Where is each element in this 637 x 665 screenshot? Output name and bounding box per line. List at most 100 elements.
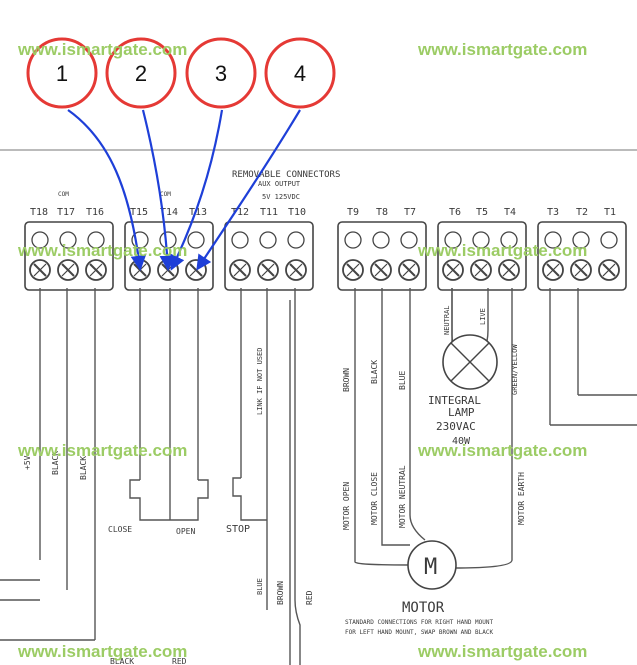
- callout-3: 3: [185, 37, 257, 109]
- terminal-label-t18: T18: [30, 207, 48, 218]
- callout-2: 2: [105, 37, 177, 109]
- watermark-mid-left: www.ismartgate.com: [17, 241, 187, 260]
- bottom-label-black: BLACK: [110, 657, 134, 665]
- terminal-block: [537, 221, 627, 291]
- motor: M MOTOR: [402, 540, 457, 616]
- callout-1-number: 1: [56, 61, 68, 86]
- terminal-screw-slot: [546, 263, 560, 277]
- wire-label-link: LINK IF NOT USED: [256, 348, 264, 415]
- terminal-hole: [500, 231, 518, 249]
- terminal-label-t11: T11: [260, 207, 278, 218]
- watermark-top-right: www.ismartgate.com: [417, 40, 587, 59]
- terminal-label-t13: T13: [189, 207, 207, 218]
- terminal-label-t3: T3: [547, 207, 559, 218]
- callout-3-number: 3: [215, 61, 227, 86]
- footnote-line-2: FOR LEFT HAND MOUNT, SWAP BROWN AND BLAC…: [345, 629, 493, 636]
- arrow-1: [67, 109, 147, 272]
- wire-label-red: RED: [305, 590, 314, 605]
- terminal-hole: [59, 231, 77, 249]
- terminal-block: [24, 221, 114, 291]
- wire-label-blue: BLUE: [398, 371, 407, 390]
- terminal-hole: [187, 231, 205, 249]
- footnote-line-1: STANDARD CONNECTIONS FOR RIGHT HAND MOUN…: [345, 619, 493, 626]
- terminal-block: [437, 221, 527, 291]
- motor-symbol: M: [424, 555, 437, 580]
- arrow-3: [170, 109, 224, 271]
- callout-arrows: [67, 109, 301, 272]
- terminal-hole: [372, 231, 390, 249]
- terminal-screw-slot: [574, 263, 588, 277]
- terminal-hole: [572, 231, 590, 249]
- wire-label-live: LIVE: [479, 308, 487, 325]
- terminal-hole: [600, 231, 618, 249]
- terminal-hole: [472, 231, 490, 249]
- watermarks: www.ismartgate.com www.ismartgate.com ww…: [17, 40, 587, 661]
- terminal-label-t12: T12: [231, 207, 249, 218]
- terminal-label-t8: T8: [376, 207, 388, 218]
- terminal-label-t4: T4: [504, 207, 516, 218]
- wire-label-motor-earth: MOTOR EARTH: [517, 472, 526, 525]
- wire-label-black: BLACK: [370, 360, 379, 384]
- wire-label-stop-blue: BLUE: [256, 578, 264, 595]
- lamp-label-2: LAMP: [448, 406, 475, 419]
- wires: [0, 288, 637, 665]
- terminal-hole: [231, 231, 249, 249]
- com-label-t17: COM: [58, 191, 69, 198]
- lamp-label-1: INTEGRAL: [428, 394, 481, 407]
- terminal-label-t6: T6: [449, 207, 461, 218]
- watermark-top-left: www.ismartgate.com: [17, 40, 187, 59]
- terminal-block: [337, 221, 427, 291]
- terminal-screw-slot: [233, 263, 247, 277]
- wire-label-stop-brown: BROWN: [276, 581, 285, 605]
- terminal-screw-slot: [89, 263, 103, 277]
- watermark-low-left: www.ismartgate.com: [17, 441, 187, 460]
- terminal-hole: [444, 231, 462, 249]
- terminal-label-t2: T2: [576, 207, 588, 218]
- terminal-screw-slot: [346, 263, 360, 277]
- open-switch-label: OPEN: [176, 527, 195, 536]
- terminal-screw-slot: [446, 263, 460, 277]
- wire-label-motor-open: MOTOR OPEN: [342, 482, 351, 530]
- terminal-screw-slot: [261, 263, 275, 277]
- wire-label-motor-neutral: MOTOR NEUTRAL: [398, 465, 407, 528]
- com-label-t14: COM: [160, 191, 171, 198]
- close-switch-label: CLOSE: [108, 525, 132, 534]
- terminal-label-t17: T17: [57, 207, 75, 218]
- wire-label-black-1: BLACK: [51, 451, 60, 475]
- terminal-block: [224, 221, 314, 291]
- callout-4-number: 4: [294, 61, 306, 86]
- lamp-label-4: 40W: [452, 436, 471, 447]
- terminal-screw-slot: [374, 263, 388, 277]
- terminal-label-t15: T15: [130, 207, 148, 218]
- terminal-label-t5: T5: [476, 207, 488, 218]
- terminal-hole: [400, 231, 418, 249]
- aux-output-label: AUX OUTPUT: [258, 180, 301, 188]
- bottom-label-red: RED: [172, 657, 187, 665]
- terminal-screw-slot: [289, 263, 303, 277]
- motor-label: MOTOR: [402, 600, 445, 616]
- terminal-label-t16: T16: [86, 207, 104, 218]
- integral-lamp: INTEGRAL LAMP 230VAC 40W: [428, 334, 498, 447]
- watermark-bottom-right: www.ismartgate.com: [417, 642, 587, 661]
- terminal-screw-slot: [402, 263, 416, 277]
- terminal-label-t1: T1: [604, 207, 616, 218]
- terminal-screw-slot: [602, 263, 616, 277]
- lamp-label-3: 230VAC: [436, 420, 476, 433]
- callout-circles: 1 2 3 4: [26, 37, 336, 109]
- terminal-label-t14: T14: [160, 207, 178, 218]
- terminal-hole: [259, 231, 277, 249]
- terminal-screw-slot: [474, 263, 488, 277]
- terminal-labels: T18 T17 T16 T15 T14 T13 T12 T11 T10 T9 T…: [30, 207, 616, 218]
- terminal-hole: [159, 231, 177, 249]
- arrow-2: [141, 109, 175, 272]
- terminal-hole: [31, 231, 49, 249]
- terminal-label-t10: T10: [288, 207, 306, 218]
- stop-switch-label: STOP: [226, 524, 250, 535]
- terminal-label-t9: T9: [347, 207, 359, 218]
- watermark-low-right: www.ismartgate.com: [417, 441, 587, 460]
- terminal-hole: [544, 231, 562, 249]
- voltage-label: 5V 125VDC: [262, 193, 300, 201]
- terminal-hole: [344, 231, 362, 249]
- wire-labels: +5V BLACK BLACK LINK IF NOT USED BROWN B…: [23, 305, 526, 605]
